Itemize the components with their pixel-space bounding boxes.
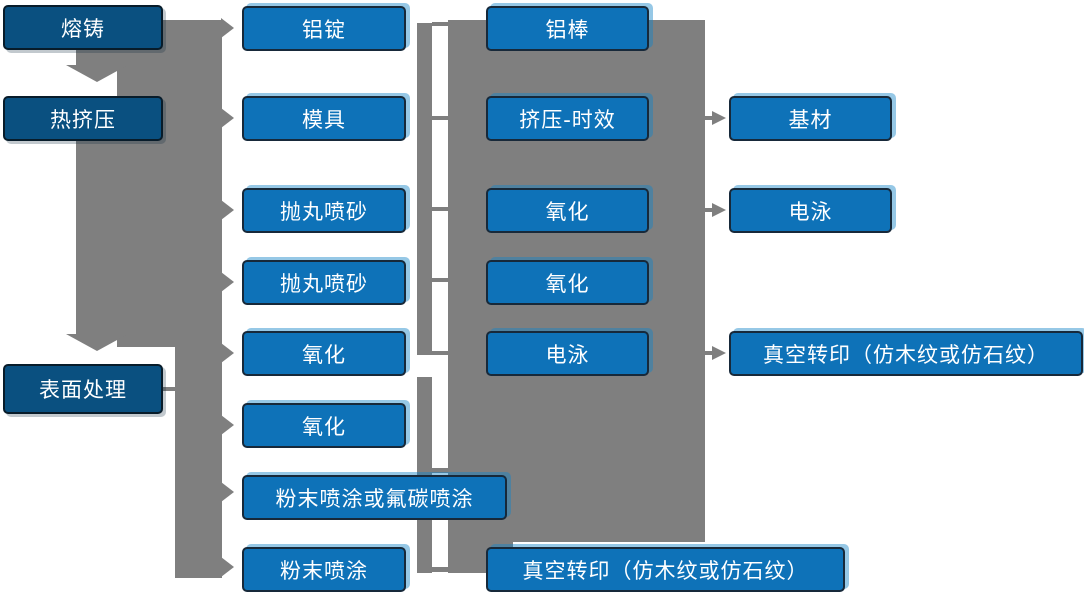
trunk-left-lower [175,347,222,578]
branch-arrow-row2 [221,108,234,128]
node-substrate: 基材 [729,96,892,141]
output-arrow-stub-substrate [705,116,713,120]
node-oxidation-d: 氧化 [486,260,649,305]
node-electrophoresis-b: 电泳 [729,188,892,233]
node-melting-casting: 熔铸 [3,5,163,50]
branch-arrow-row1 [221,18,234,38]
node-shot-blasting-1: 抛丸喷砂 [242,188,406,233]
down-arrow-head-2 [66,334,128,351]
output-arrow-substrate [712,111,726,125]
node-vacuum-transfer-print-bottom: 真空转印（仿木纹或仿石纹） [486,547,845,592]
bus-stub-row2 [432,116,448,120]
output-arrow-stub-electrophoresis [705,208,713,212]
branch-arrow-row5 [221,343,234,363]
branch-arrow-row7 [221,482,234,502]
node-mold: 模具 [242,96,406,141]
bus-bar-upper [417,23,432,355]
trunk-left-upper [117,20,222,347]
down-arrow-shaft-2 [76,140,118,334]
down-arrow-head-1 [66,65,128,82]
node-electrophoresis-a: 电泳 [486,331,649,376]
node-oxidation-a: 氧化 [242,331,406,376]
node-hot-extrusion: 热挤压 [3,96,163,141]
bus-stub-row4 [432,278,448,282]
branch-arrow-row6 [221,415,234,435]
node-powder-or-fluorocarbon-coating: 粉末喷涂或氟碳喷涂 [242,475,507,520]
bus-stub-row7 [432,468,448,473]
branch-arrow-row8 [221,557,234,577]
output-arrow-electrophoresis [712,203,726,217]
node-shot-blasting-2: 抛丸喷砂 [242,260,406,305]
node-oxidation-c: 氧化 [486,188,649,233]
branch-arrow-row4 [221,272,234,292]
node-oxidation-b: 氧化 [242,403,406,448]
node-aluminum-ingot: 铝锭 [242,6,406,51]
surface-treatment-link [163,387,176,391]
bus-stub-row1 [432,22,448,26]
node-aluminum-rod: 铝棒 [486,6,649,51]
output-arrow-vacuum-transfer [712,346,726,360]
bus-stub-row8 [432,567,448,572]
bus-stub-row5 [432,351,448,355]
node-surface-treatment: 表面处理 [3,364,163,414]
branch-arrow-row3 [221,200,234,220]
output-arrow-stub-vacuum-transfer [705,351,713,355]
node-powder-coating: 粉末喷涂 [242,547,406,592]
node-vacuum-transfer-print-right: 真空转印（仿木纹或仿石纹） [729,331,1083,376]
bus-stub-row3 [432,207,448,211]
node-extrusion-aging: 挤压-时效 [486,96,649,141]
